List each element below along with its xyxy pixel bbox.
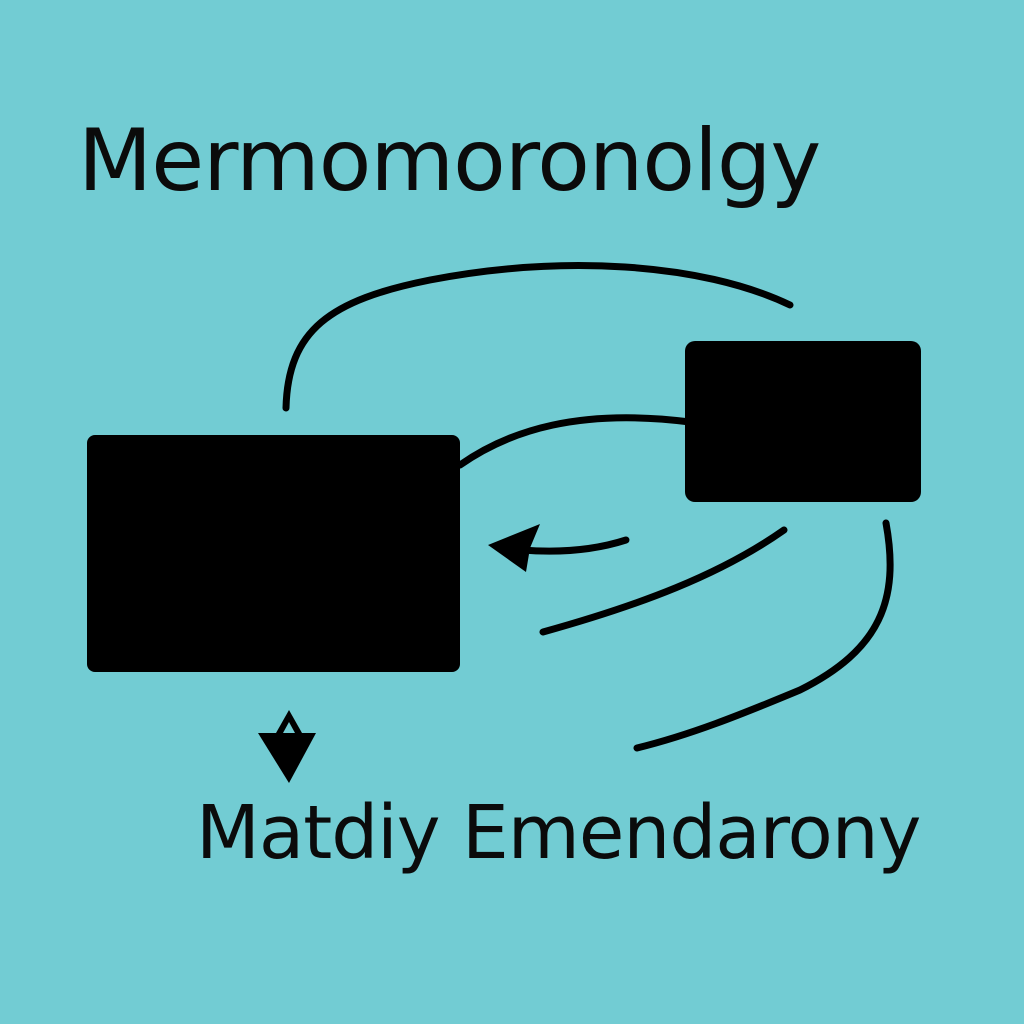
diagram-subtitle: Matdiy Emendarony: [196, 790, 921, 876]
arrow-left-line: [518, 536, 630, 555]
arrow-down-icon: [258, 710, 316, 783]
connector-long-curve: [633, 519, 894, 752]
diagram-node-small: [685, 341, 921, 502]
connector-top-arc: [282, 262, 794, 412]
connector-middle-curve: [456, 414, 694, 469]
arrow-left-icon: [488, 524, 540, 572]
connector-diagonal: [539, 526, 788, 636]
diagram-node-large: [87, 435, 460, 672]
diagram-title: Mermomoronolgy: [78, 111, 821, 211]
